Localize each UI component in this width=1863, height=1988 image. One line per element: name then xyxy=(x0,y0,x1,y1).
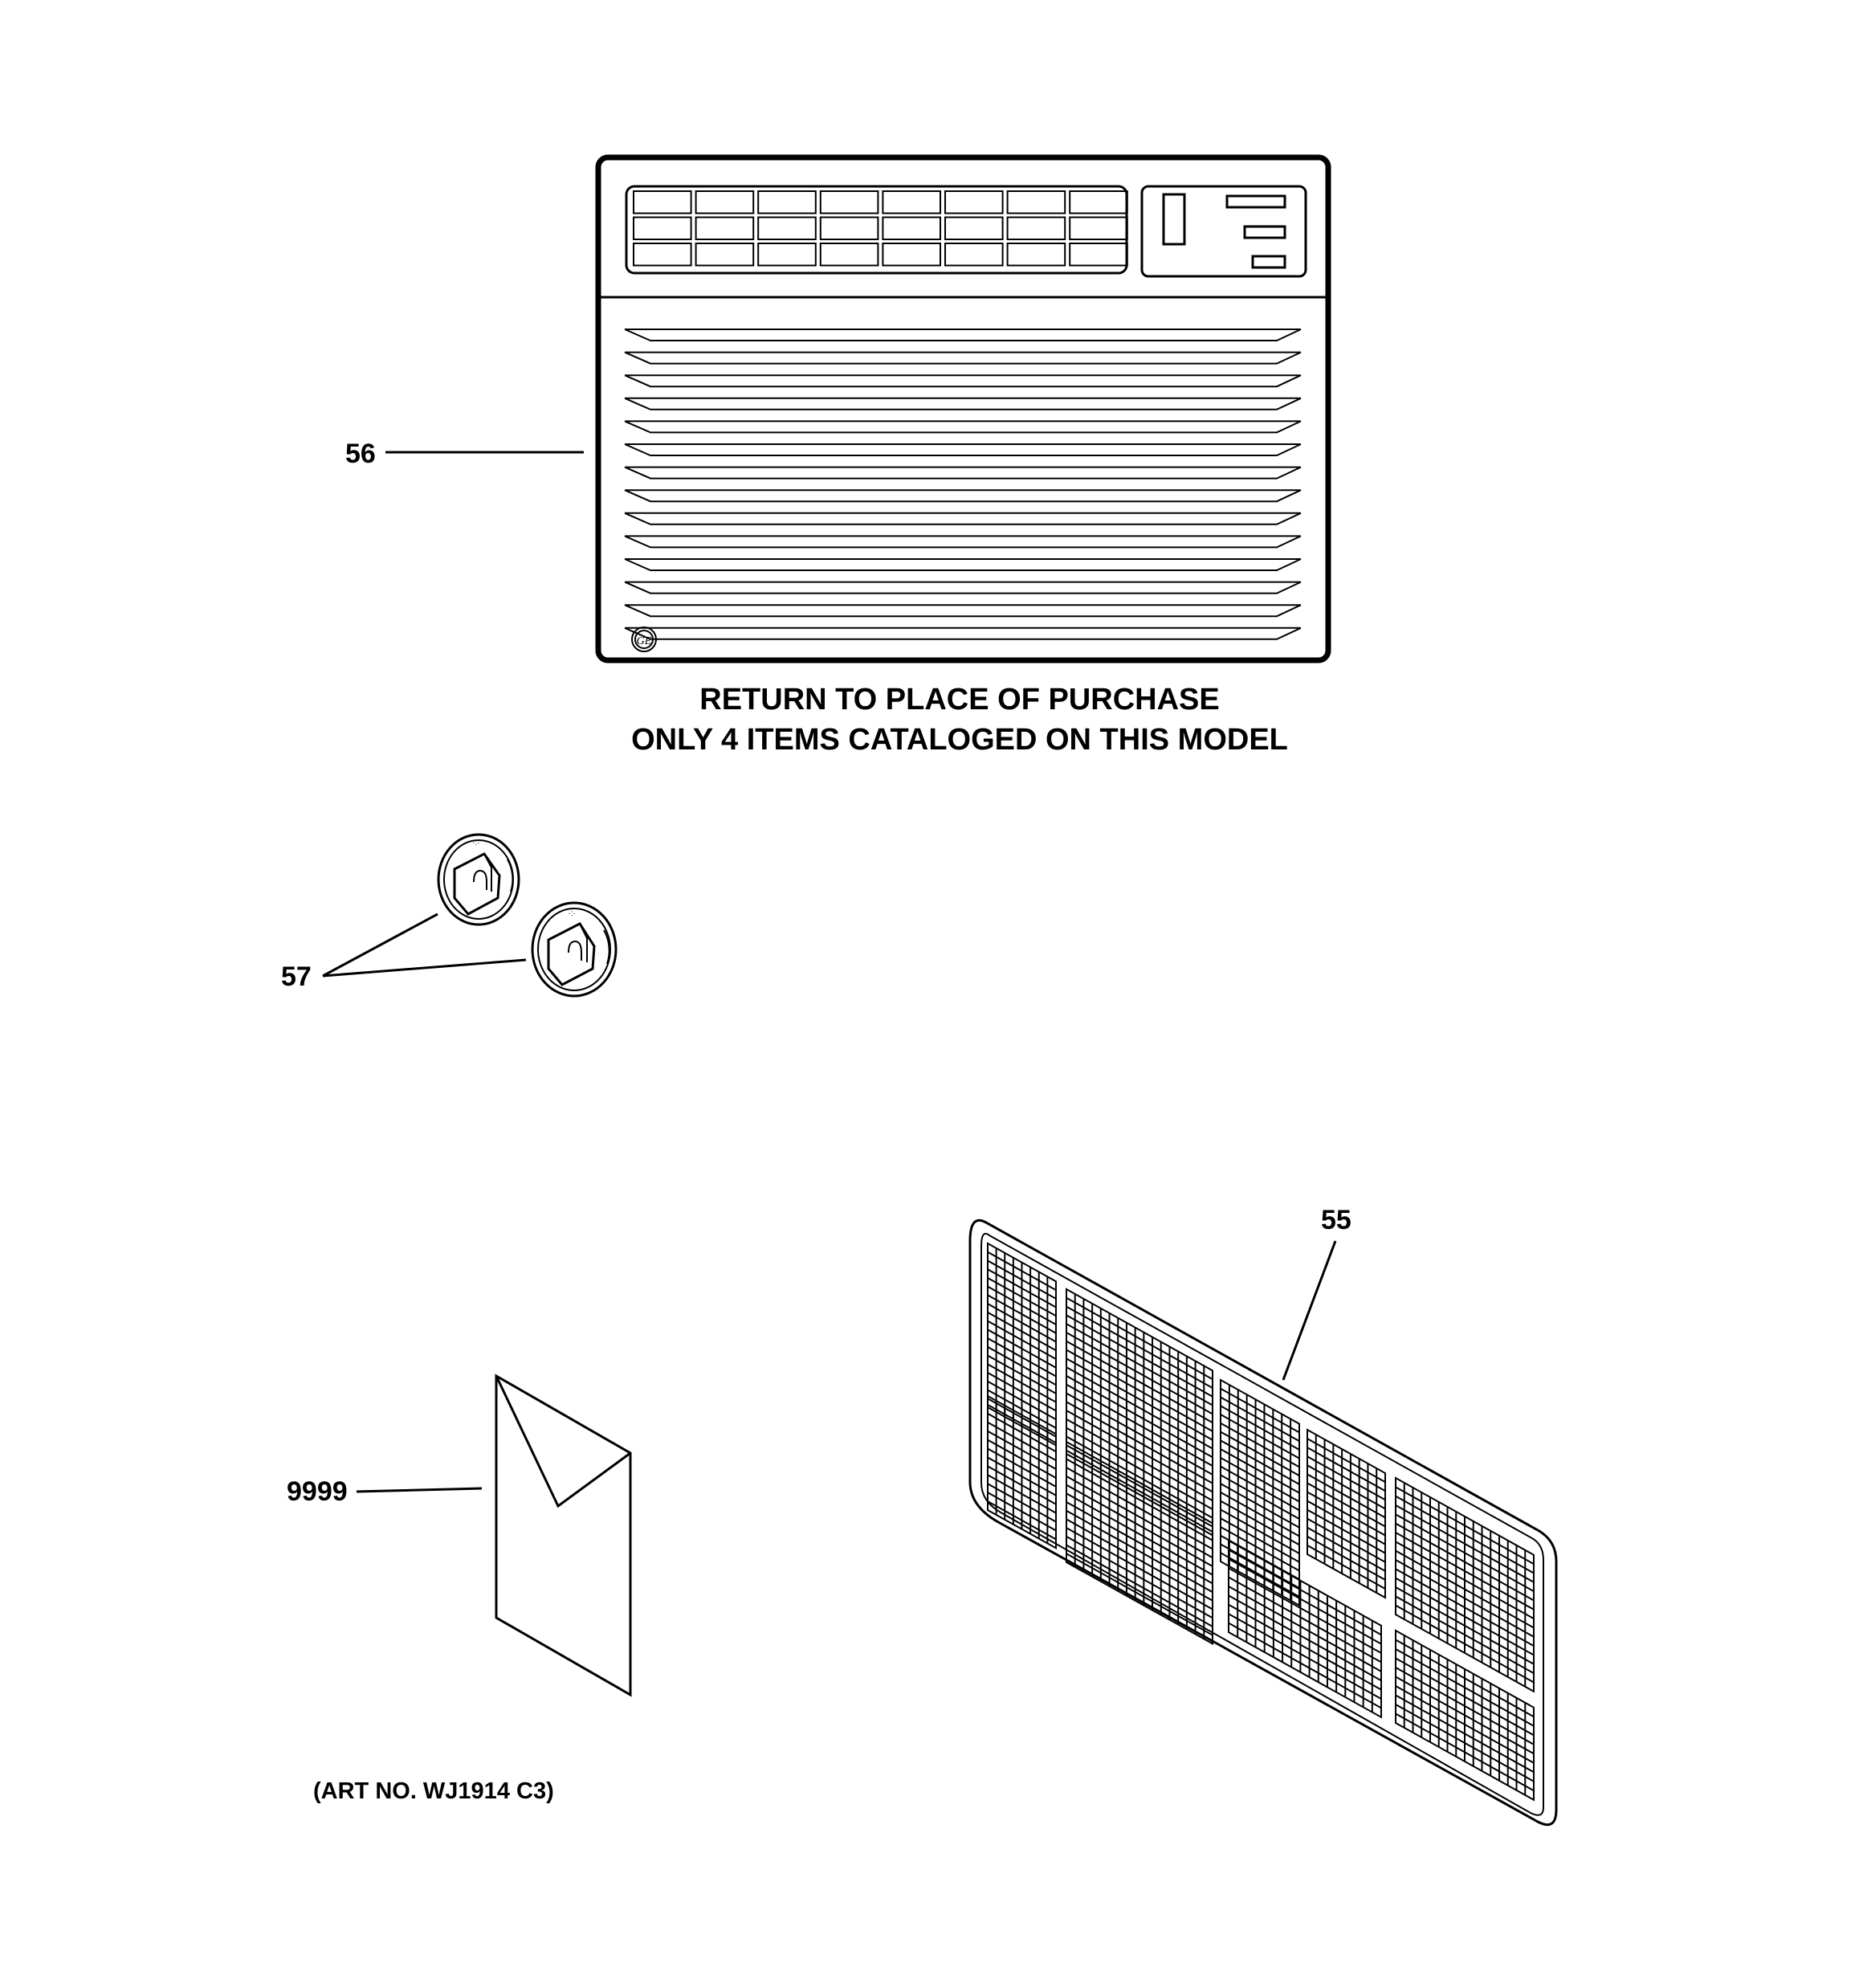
louver xyxy=(624,558,1302,571)
ge-logo: GE xyxy=(631,627,657,652)
callout-55-leader xyxy=(1282,1240,1337,1381)
grille-cell xyxy=(1006,216,1066,240)
grille-cells xyxy=(633,190,1128,267)
filter-panel xyxy=(987,1242,1057,1447)
grille-cell xyxy=(757,243,817,267)
svg-text:·:·: ·:· xyxy=(472,839,479,847)
callout-57-leader-2 xyxy=(322,958,527,978)
filter-panel xyxy=(1395,1629,1535,1802)
filter-panel xyxy=(1220,1378,1300,1607)
grille-cell xyxy=(1006,190,1066,214)
control-knob-2: ·:· xyxy=(531,901,618,998)
callout-57-label: 57 xyxy=(281,961,312,992)
grille-cell xyxy=(1069,216,1128,240)
grille-cell xyxy=(633,190,692,214)
callout-9999-leader xyxy=(356,1487,483,1493)
intake-louvers xyxy=(624,329,1302,640)
control-display xyxy=(1162,193,1186,246)
callout-57-leader-1 xyxy=(322,912,438,978)
grille-cell xyxy=(882,243,942,267)
grille-cell xyxy=(695,190,755,214)
louver xyxy=(624,351,1302,365)
grille-cell xyxy=(757,216,817,240)
grille-cell xyxy=(633,243,692,267)
svg-text:GE: GE xyxy=(637,635,652,647)
air-conditioner-front-panel: GE xyxy=(595,154,1331,663)
notice-line-1: RETURN TO PLACE OF PURCHASE xyxy=(699,683,1219,716)
control-slot-1 xyxy=(1225,194,1286,209)
filter-panel xyxy=(1228,1539,1382,1719)
louver xyxy=(624,420,1302,434)
grille-cell xyxy=(944,216,1004,240)
louver xyxy=(624,604,1302,618)
filter-panel xyxy=(1066,1440,1213,1646)
control-slot-2 xyxy=(1243,225,1286,239)
callout-9999-label: 9999 xyxy=(287,1476,348,1507)
filter-panel xyxy=(1307,1428,1386,1599)
callout-55-label: 55 xyxy=(1321,1205,1351,1235)
filter-panel xyxy=(987,1394,1057,1550)
louver xyxy=(624,466,1302,480)
filter-panel xyxy=(1066,1288,1213,1537)
grille-cell xyxy=(819,190,879,214)
grille-cell xyxy=(695,216,755,240)
owners-manual-envelope xyxy=(495,1374,632,1697)
louver xyxy=(624,329,1302,341)
louver xyxy=(624,374,1302,388)
filter-mesh-panels xyxy=(987,1242,1535,1802)
louver xyxy=(624,397,1302,410)
svg-text:·:·: ·:· xyxy=(568,909,575,918)
louver xyxy=(624,489,1302,503)
grille-cell xyxy=(757,190,817,214)
grille-cell xyxy=(944,243,1004,267)
grille-cell xyxy=(819,216,879,240)
grille-cell xyxy=(882,216,942,240)
louver xyxy=(624,443,1302,456)
grille-cell xyxy=(695,243,755,267)
filter-panel xyxy=(1395,1476,1535,1693)
grille-cell xyxy=(882,190,942,214)
art-number: (ART NO. WJ1914 C3) xyxy=(313,1778,554,1804)
air-filter xyxy=(968,1219,1558,1827)
grille-cell xyxy=(1069,243,1128,267)
louver xyxy=(624,581,1302,594)
louver xyxy=(624,512,1302,525)
grille-cell xyxy=(819,243,879,267)
notice-line-2: ONLY 4 ITEMS CATALOGED ON THIS MODEL xyxy=(631,723,1288,757)
callout-56-label: 56 xyxy=(345,439,376,469)
louver xyxy=(624,535,1302,549)
grille-cell xyxy=(1069,190,1128,214)
grille-cell xyxy=(944,190,1004,214)
grille-cell xyxy=(633,216,692,240)
control-slot-3 xyxy=(1251,255,1286,269)
grille-cell xyxy=(1006,243,1066,267)
control-knob-1: ·:· xyxy=(437,833,520,926)
control-area xyxy=(1140,185,1307,278)
